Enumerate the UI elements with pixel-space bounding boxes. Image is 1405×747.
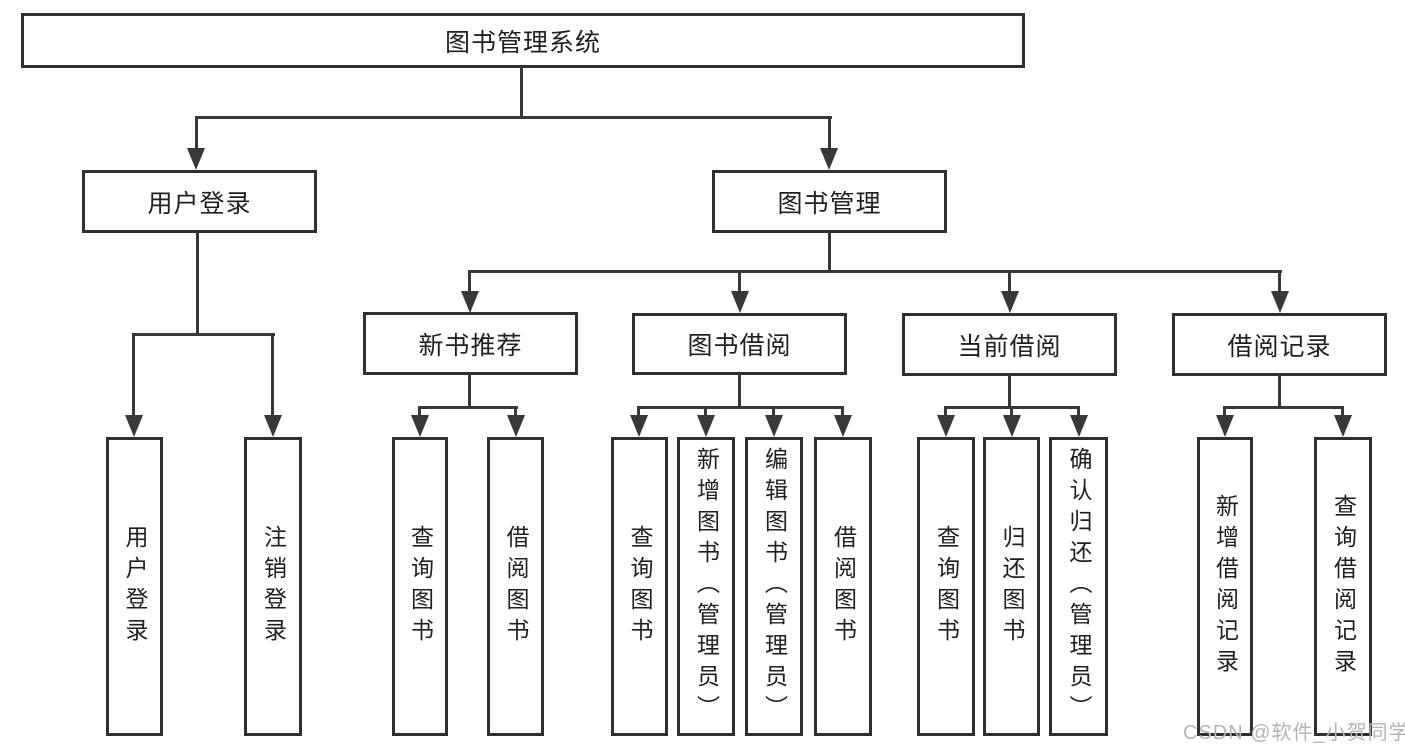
connector-line — [828, 232, 831, 273]
leaf-query-books-borrowing: 查询图书 — [611, 437, 668, 736]
arrowhead-icon — [1334, 415, 1352, 437]
node-current-borrowing: 当前借阅 — [902, 313, 1117, 376]
connector-line — [1278, 374, 1281, 409]
arrowhead-icon — [461, 291, 479, 313]
connector-line — [637, 406, 640, 418]
leaf-borrow-books-recommend: 借阅图书 — [487, 437, 544, 736]
connector-line — [468, 270, 1282, 273]
connector-line — [195, 116, 198, 150]
connector-line — [772, 406, 775, 418]
connector-line — [738, 270, 741, 293]
connector-line — [841, 406, 844, 418]
node-borrowing-records: 借阅记录 — [1172, 313, 1387, 376]
arrowhead-icon — [1003, 415, 1021, 437]
arrowhead-icon — [507, 415, 525, 437]
arrowhead-icon — [264, 415, 282, 437]
connector-line — [944, 406, 947, 418]
connector-line — [1223, 406, 1344, 409]
connector-line — [468, 270, 471, 293]
connector-line — [1341, 406, 1344, 418]
connector-line — [196, 116, 832, 119]
connector-line — [418, 406, 421, 418]
connector-line — [468, 374, 471, 409]
connector-line — [520, 67, 523, 118]
arrowhead-icon — [1001, 291, 1019, 313]
arrowhead-icon — [1070, 415, 1088, 437]
leaf-user-login: 用户登录 — [106, 437, 163, 736]
node-library-system: 图书管理系统 — [21, 13, 1025, 68]
arrowhead-icon — [1216, 415, 1234, 437]
node-user-login: 用户登录 — [82, 170, 317, 233]
arrowhead-icon — [765, 415, 783, 437]
connector-line — [1010, 406, 1013, 418]
connector-line — [704, 406, 707, 418]
arrowhead-icon — [820, 148, 838, 170]
connector-line — [196, 232, 199, 336]
arrowhead-icon — [697, 415, 715, 437]
leaf-query-books-current: 查询图书 — [917, 437, 975, 736]
connector-line — [514, 406, 517, 418]
arrowhead-icon — [834, 415, 852, 437]
connector-line — [418, 406, 518, 409]
leaf-confirm-return-admin: 确认归还（管理员） — [1049, 437, 1108, 736]
connector-line — [1008, 270, 1011, 293]
node-new-book-recommend: 新书推荐 — [363, 312, 578, 375]
connector-line — [637, 406, 844, 409]
node-book-management: 图书管理 — [712, 170, 947, 233]
leaf-edit-book-admin: 编辑图书（管理员） — [745, 437, 803, 736]
connector-line — [1278, 270, 1281, 293]
leaf-return-books: 归还图书 — [983, 437, 1040, 736]
arrowhead-icon — [187, 148, 205, 170]
leaf-query-borrow-record: 查询借阅记录 — [1314, 437, 1372, 736]
connector-line — [1223, 406, 1226, 418]
connector-line — [1077, 406, 1080, 418]
arrowhead-icon — [630, 415, 648, 437]
connector-line — [828, 116, 831, 150]
csdn-watermark: CSDN @软件_小贺同学 — [1183, 722, 1405, 744]
connector-line — [271, 333, 274, 417]
leaf-query-books-recommend: 查询图书 — [392, 437, 448, 736]
connector-line — [132, 333, 275, 336]
leaf-logout: 注销登录 — [244, 437, 302, 736]
arrowhead-icon — [125, 415, 143, 437]
connector-line — [1008, 374, 1011, 409]
leaf-borrow-books: 借阅图书 — [814, 437, 872, 736]
leaf-add-book-admin: 新增图书（管理员） — [677, 437, 735, 736]
arrowhead-icon — [937, 415, 955, 437]
node-book-borrowing: 图书借阅 — [632, 313, 847, 375]
arrowhead-icon — [731, 291, 749, 313]
leaf-add-borrow-record: 新增借阅记录 — [1197, 437, 1253, 736]
arrowhead-icon — [1271, 291, 1289, 313]
connector-line — [738, 374, 741, 409]
arrowhead-icon — [411, 415, 429, 437]
connector-line — [132, 333, 135, 417]
